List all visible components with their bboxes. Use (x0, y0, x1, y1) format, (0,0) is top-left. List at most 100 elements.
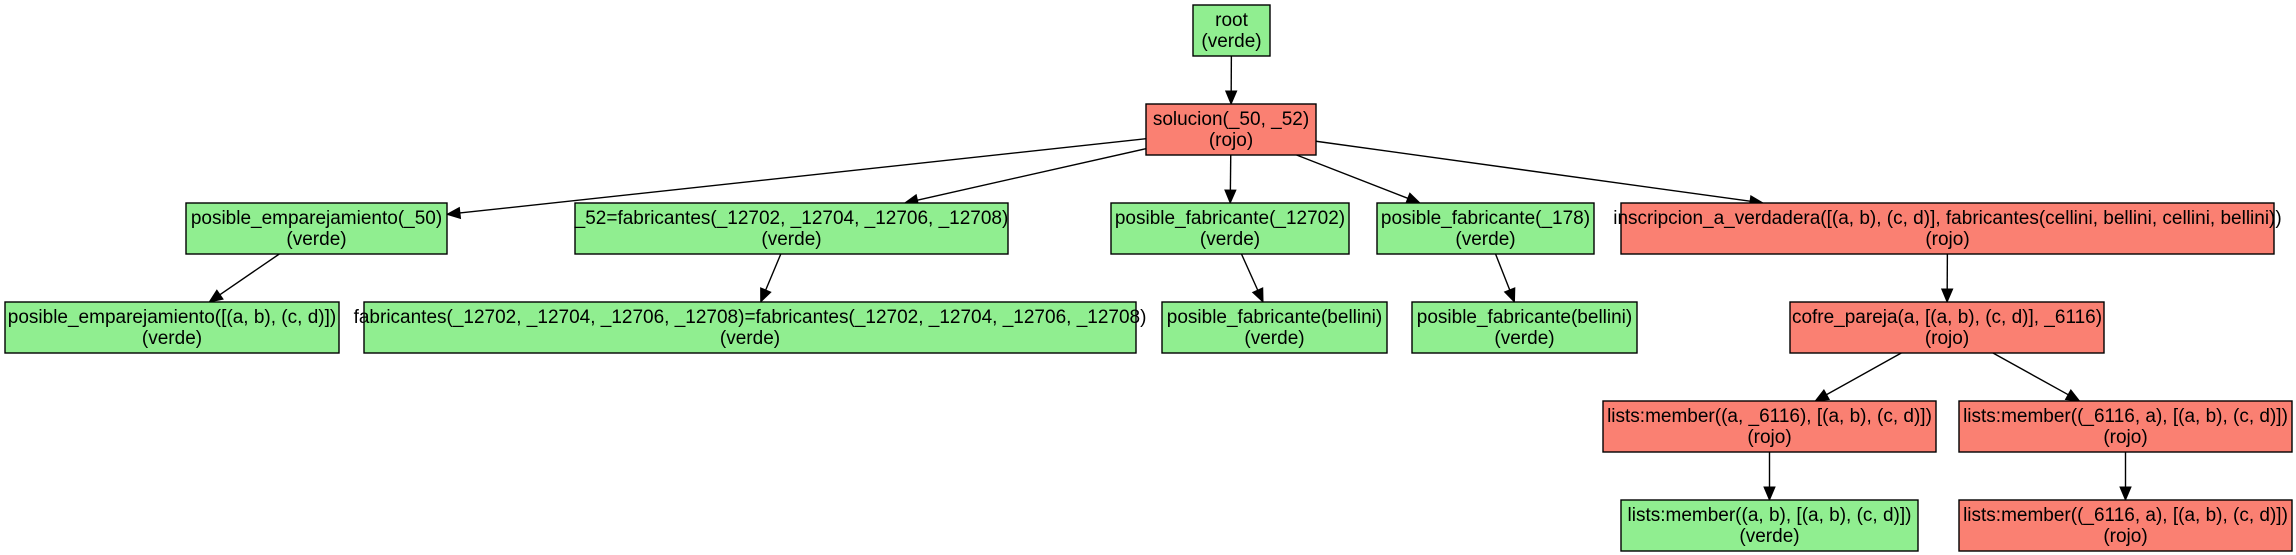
tree-node-solucion: solucion(_50, _52)(rojo) (1145, 103, 1317, 156)
tree-node-member-a-b: lists:member((a, b), [(a, b), (c, d)])(v… (1620, 499, 1919, 552)
arrowhead-icon (208, 289, 224, 303)
tree-node-fabricantes-eq: _52=fabricantes(_12702, _12704, _12706, … (574, 202, 1009, 255)
node-label: solucion(_50, _52) (1153, 109, 1309, 130)
arrowhead-icon (1763, 486, 1776, 502)
nodes-layer: root(verde)solucion(_50, _52)(rojo)posib… (4, 4, 2293, 552)
node-status: (rojo) (2103, 526, 2147, 547)
arrowhead-icon (2119, 486, 2132, 502)
node-status: (verde) (142, 328, 202, 349)
edge-line (1494, 253, 1511, 291)
edge-solucion-to-posible-fabricante-12702 (1224, 154, 1237, 205)
tree-node-posible-emparejamiento: posible_emparejamiento(_50)(verde) (185, 202, 448, 255)
edge-line (1240, 253, 1259, 291)
edge-line (219, 253, 280, 296)
node-box (1602, 400, 1937, 453)
node-label: posible_fabricante(bellini) (1167, 307, 1382, 328)
node-label: fabricantes(_12702, _12704, _12706, _127… (354, 307, 1147, 328)
node-box (1958, 499, 2293, 552)
node-box (1110, 202, 1350, 255)
edge-line (1296, 154, 1409, 199)
node-box (1161, 301, 1388, 354)
arrowhead-icon (1224, 189, 1237, 205)
edge-solucion-to-inscripcion (1315, 140, 1765, 208)
node-box (1958, 400, 2293, 453)
tree-node-posible-fabricante-12702: posible_fabricante(_12702)(verde) (1110, 202, 1350, 255)
arrowhead-icon (445, 206, 462, 220)
tree-node-inscripcion: inscripcion_a_verdadera([(a, b), (c, d)]… (1613, 202, 2282, 255)
node-box (1789, 301, 2105, 354)
tree-node-posible-fabricante-bellini-1: posible_fabricante(bellini)(verde) (1161, 301, 1388, 354)
node-label: inscripcion_a_verdadera([(a, b), (c, d)]… (1613, 208, 2281, 229)
node-label: posible_emparejamiento([(a, b), (c, d)]) (8, 307, 336, 328)
edge-line (765, 253, 782, 291)
tree-node-fabricantes-unify: fabricantes(_12702, _12704, _12706, _127… (354, 301, 1147, 354)
node-box (4, 301, 340, 354)
node-status: (verde) (720, 328, 780, 349)
arrowhead-icon (1503, 287, 1516, 304)
edge-line (1315, 140, 1751, 202)
arrowhead-icon (1814, 388, 1831, 402)
node-status: (verde) (1201, 31, 1261, 52)
edge-line (1992, 352, 2069, 396)
node-status: (rojo) (1209, 130, 1253, 151)
arrowhead-icon (760, 287, 772, 304)
edge-line (1826, 352, 1902, 396)
edge-solucion-to-posible-fabricante-178 (1296, 154, 1422, 204)
tree-node-posible-fabricante-bellini-2: posible_fabricante(bellini)(verde) (1411, 301, 1638, 354)
arrowhead-icon (1405, 192, 1422, 204)
node-status: (verde) (1455, 229, 1515, 250)
node-box (185, 202, 448, 255)
tree-node-member-6116-a-leaf: lists:member((_6116, a), [(a, b), (c, d)… (1958, 499, 2293, 552)
tree-node-member-6116-a: lists:member((_6116, a), [(a, b), (c, d)… (1958, 400, 2293, 453)
node-label: lists:member((_6116, a), [(a, b), (c, d)… (1963, 406, 2288, 427)
node-box (1620, 202, 2275, 255)
node-label: root (1215, 10, 1248, 31)
arrowhead-icon (2064, 388, 2081, 402)
node-status: (verde) (1494, 328, 1554, 349)
edge-solucion-to-fabricantes-eq (903, 147, 1147, 207)
edge-line (917, 147, 1147, 201)
tree-node-member-a-6116: lists:member((a, _6116), [(a, b), (c, d)… (1602, 400, 1937, 453)
tree-node-posible-emparejamiento-list: posible_emparejamiento([(a, b), (c, d)])… (4, 301, 340, 354)
node-label: lists:member((_6116, a), [(a, b), (c, d)… (1963, 505, 2288, 526)
edge-root-to-solucion (1224, 55, 1238, 106)
node-status: (verde) (286, 229, 346, 250)
node-status: (verde) (761, 229, 821, 250)
tree-node-posible-fabricante-178: posible_fabricante(_178)(verde) (1376, 202, 1595, 255)
arrowhead-icon (1224, 90, 1238, 106)
node-status: (rojo) (1925, 229, 1969, 250)
node-status: (rojo) (1747, 427, 1791, 448)
node-status: (verde) (1739, 526, 1799, 547)
node-label: posible_fabricante(bellini) (1417, 307, 1632, 328)
node-label: lists:member((a, _6116), [(a, b), (c, d)… (1607, 406, 1932, 427)
edge-solucion-to-posible-emparejamiento (445, 138, 1147, 220)
edge-fabricantes-eq-to-fabricantes-unify (760, 253, 782, 304)
tree-node-root: root(verde) (1192, 4, 1271, 57)
arrowhead-icon (1251, 287, 1264, 304)
node-box (363, 301, 1137, 354)
tree-node-cofre-pareja: cofre_pareja(a, [(a, b), (c, d)], _6116)… (1789, 301, 2105, 354)
edge-cofre-pareja-to-member-6116-a (1992, 352, 2081, 402)
edge-line (459, 138, 1147, 214)
node-label: posible_fabricante(_12702) (1115, 208, 1345, 229)
node-status: (verde) (1200, 229, 1260, 250)
node-box (1192, 4, 1271, 57)
edges-layer (208, 55, 2132, 502)
arrowhead-icon (1940, 288, 1954, 304)
edge-cofre-pareja-to-member-a-6116 (1814, 352, 1902, 402)
node-box (1145, 103, 1317, 156)
node-box (574, 202, 1009, 255)
node-status: (rojo) (1925, 328, 1969, 349)
node-label: cofre_pareja(a, [(a, b), (c, d)], _6116) (1792, 307, 2102, 328)
node-box (1620, 499, 1919, 552)
node-status: (rojo) (2103, 427, 2147, 448)
node-label: posible_emparejamiento(_50) (191, 208, 442, 229)
edge-posible-emparejamiento-to-posible-emparejamiento-list (208, 253, 280, 303)
edge-member-a-6116-to-member-a-b (1763, 452, 1776, 502)
edge-posible-fabricante-178-to-posible-fabricante-bellini-2 (1494, 253, 1516, 304)
node-box (1411, 301, 1638, 354)
node-status: (verde) (1244, 328, 1304, 349)
edge-member-6116-a-to-member-6116-a-leaf (2119, 452, 2132, 502)
node-label: lists:member((a, b), [(a, b), (c, d)]) (1628, 505, 1912, 526)
